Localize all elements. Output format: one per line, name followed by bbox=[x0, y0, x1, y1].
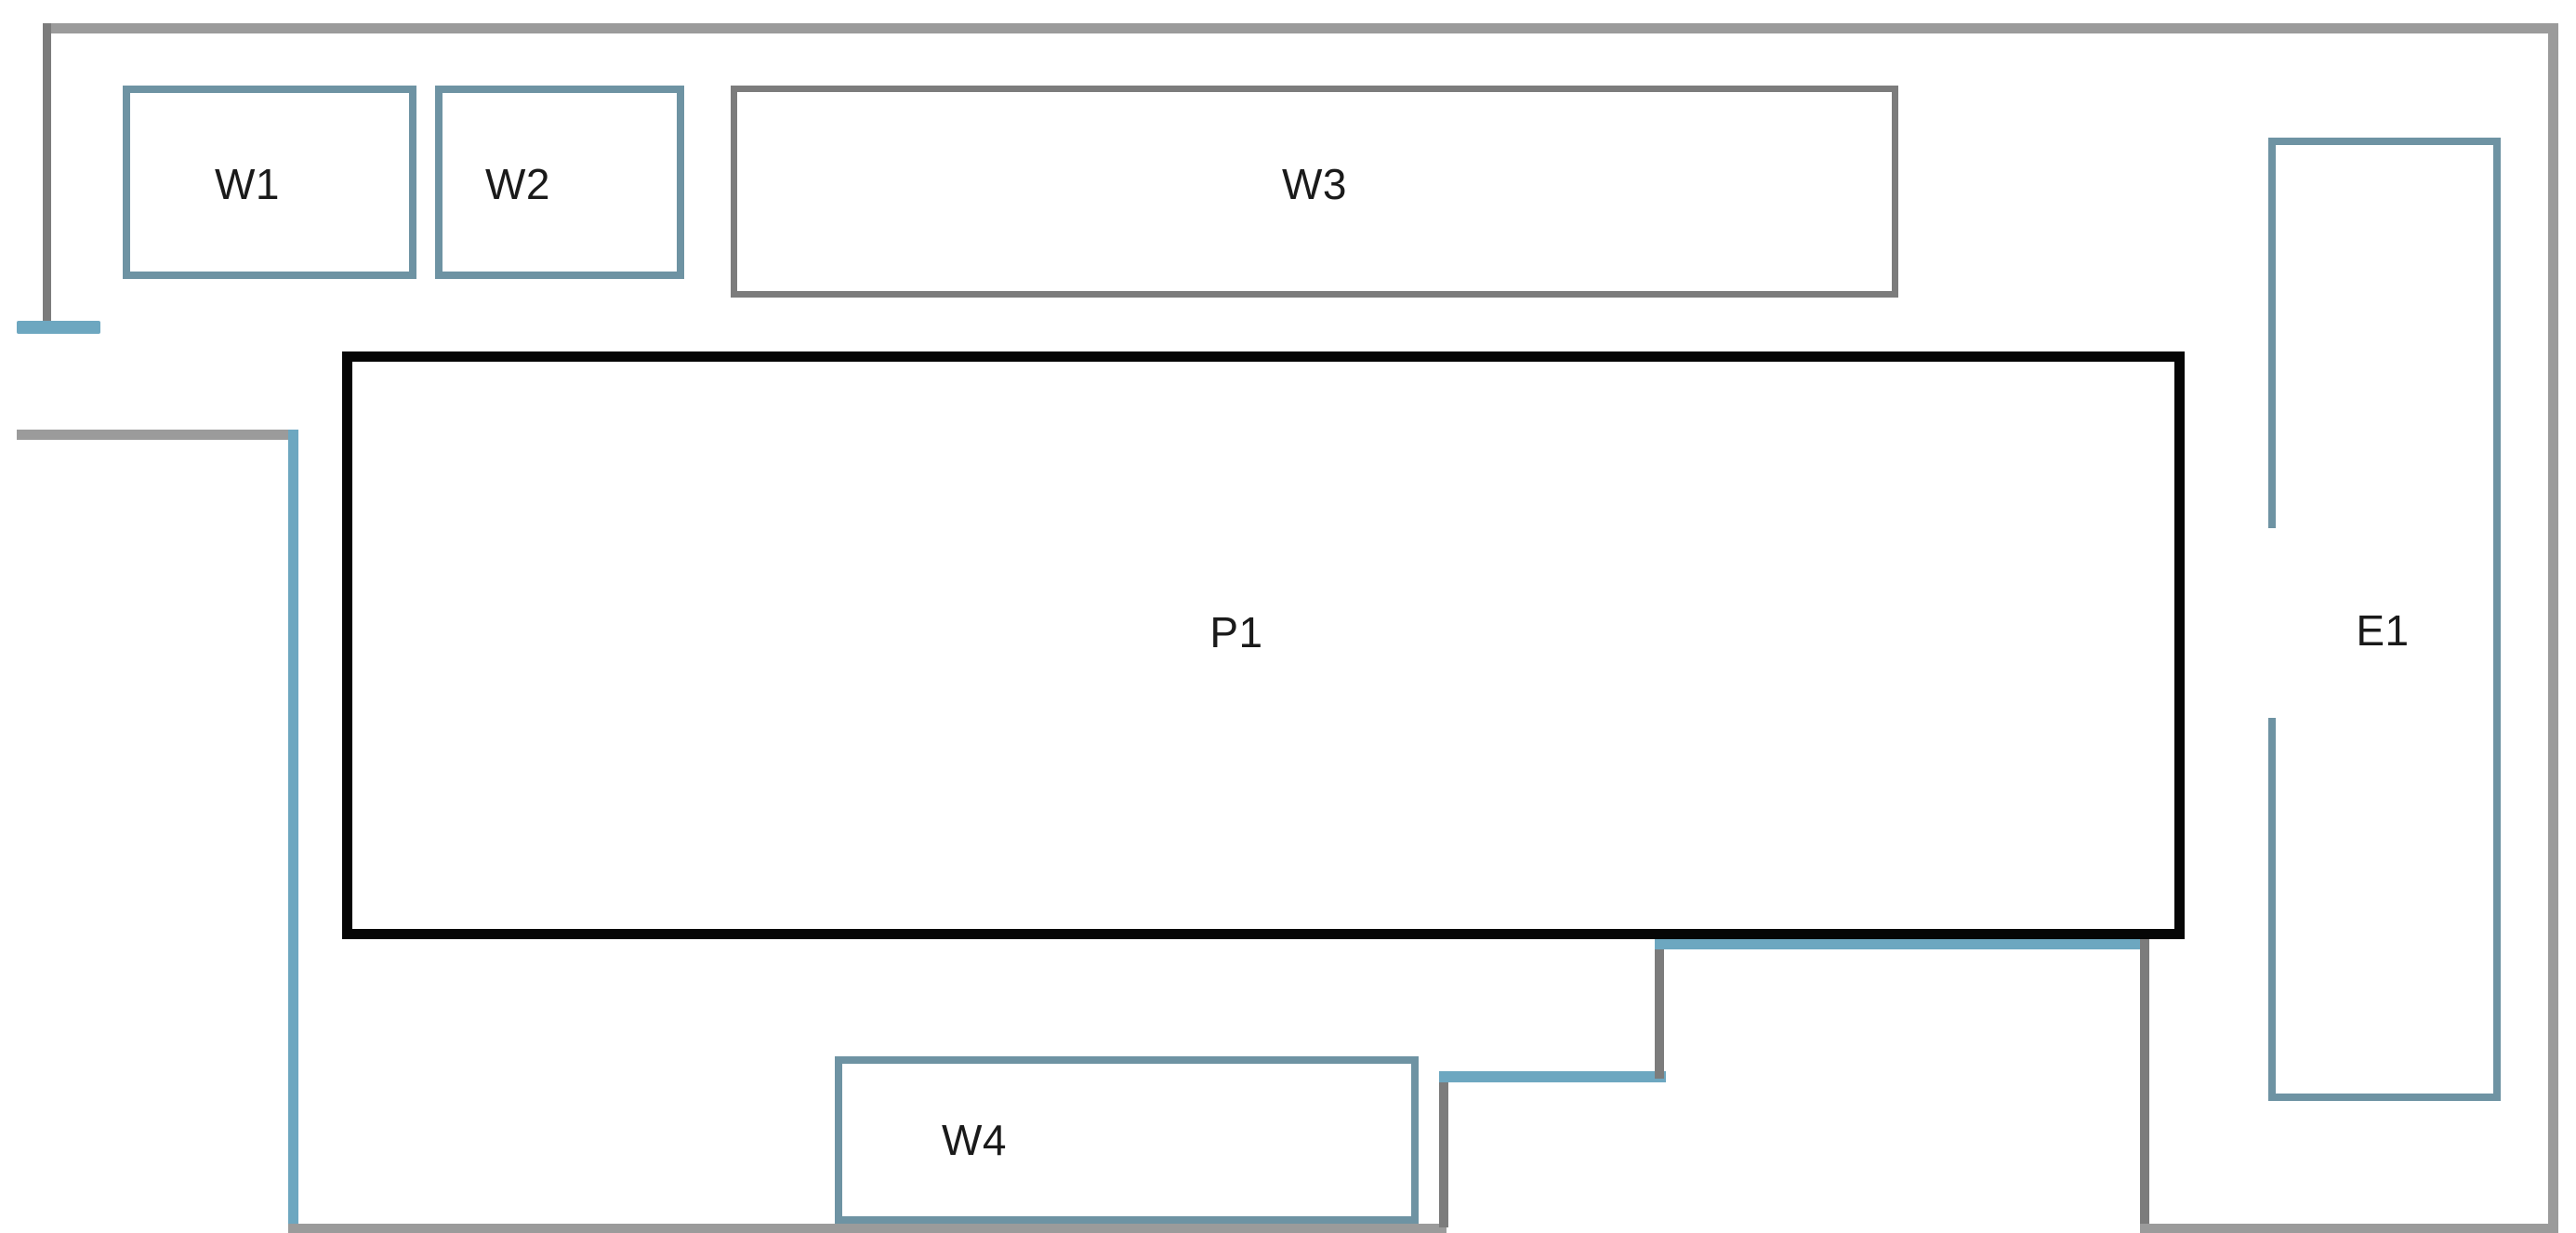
room-e1[interactable] bbox=[2268, 138, 2501, 1101]
room-e1-left-wall-lower bbox=[2268, 718, 2276, 1101]
wall-outer-bottom-right bbox=[2140, 1224, 2558, 1233]
room-e1-right-wall bbox=[2493, 138, 2501, 1101]
wall-outer-bottom-left bbox=[288, 1224, 1447, 1233]
room-w4[interactable] bbox=[835, 1056, 1419, 1224]
room-e1-left-wall-upper bbox=[2268, 138, 2276, 528]
wall-outer-left-upper bbox=[43, 23, 51, 330]
wall-mid-left-horizontal bbox=[17, 430, 296, 440]
room-e1-bottom-wall bbox=[2268, 1094, 2501, 1101]
wall-step-vertical-2 bbox=[1655, 947, 1664, 1079]
room-w3[interactable] bbox=[731, 86, 1898, 298]
room-w1[interactable] bbox=[123, 86, 416, 279]
room-p1[interactable] bbox=[342, 351, 2185, 939]
room-w2[interactable] bbox=[435, 86, 684, 279]
room-e1-top-wall bbox=[2268, 138, 2501, 145]
door-marker-left bbox=[17, 321, 100, 334]
wall-outer-right bbox=[2548, 23, 2558, 1233]
wall-step-opening-1 bbox=[1439, 1071, 1666, 1082]
wall-step-vertical-1 bbox=[1439, 1079, 1448, 1227]
wall-step-opening-2 bbox=[1655, 937, 2149, 949]
wall-outer-top bbox=[43, 23, 2558, 33]
wall-step-vertical-3 bbox=[2140, 937, 2149, 1227]
wall-left-interior-vertical bbox=[288, 430, 298, 1233]
